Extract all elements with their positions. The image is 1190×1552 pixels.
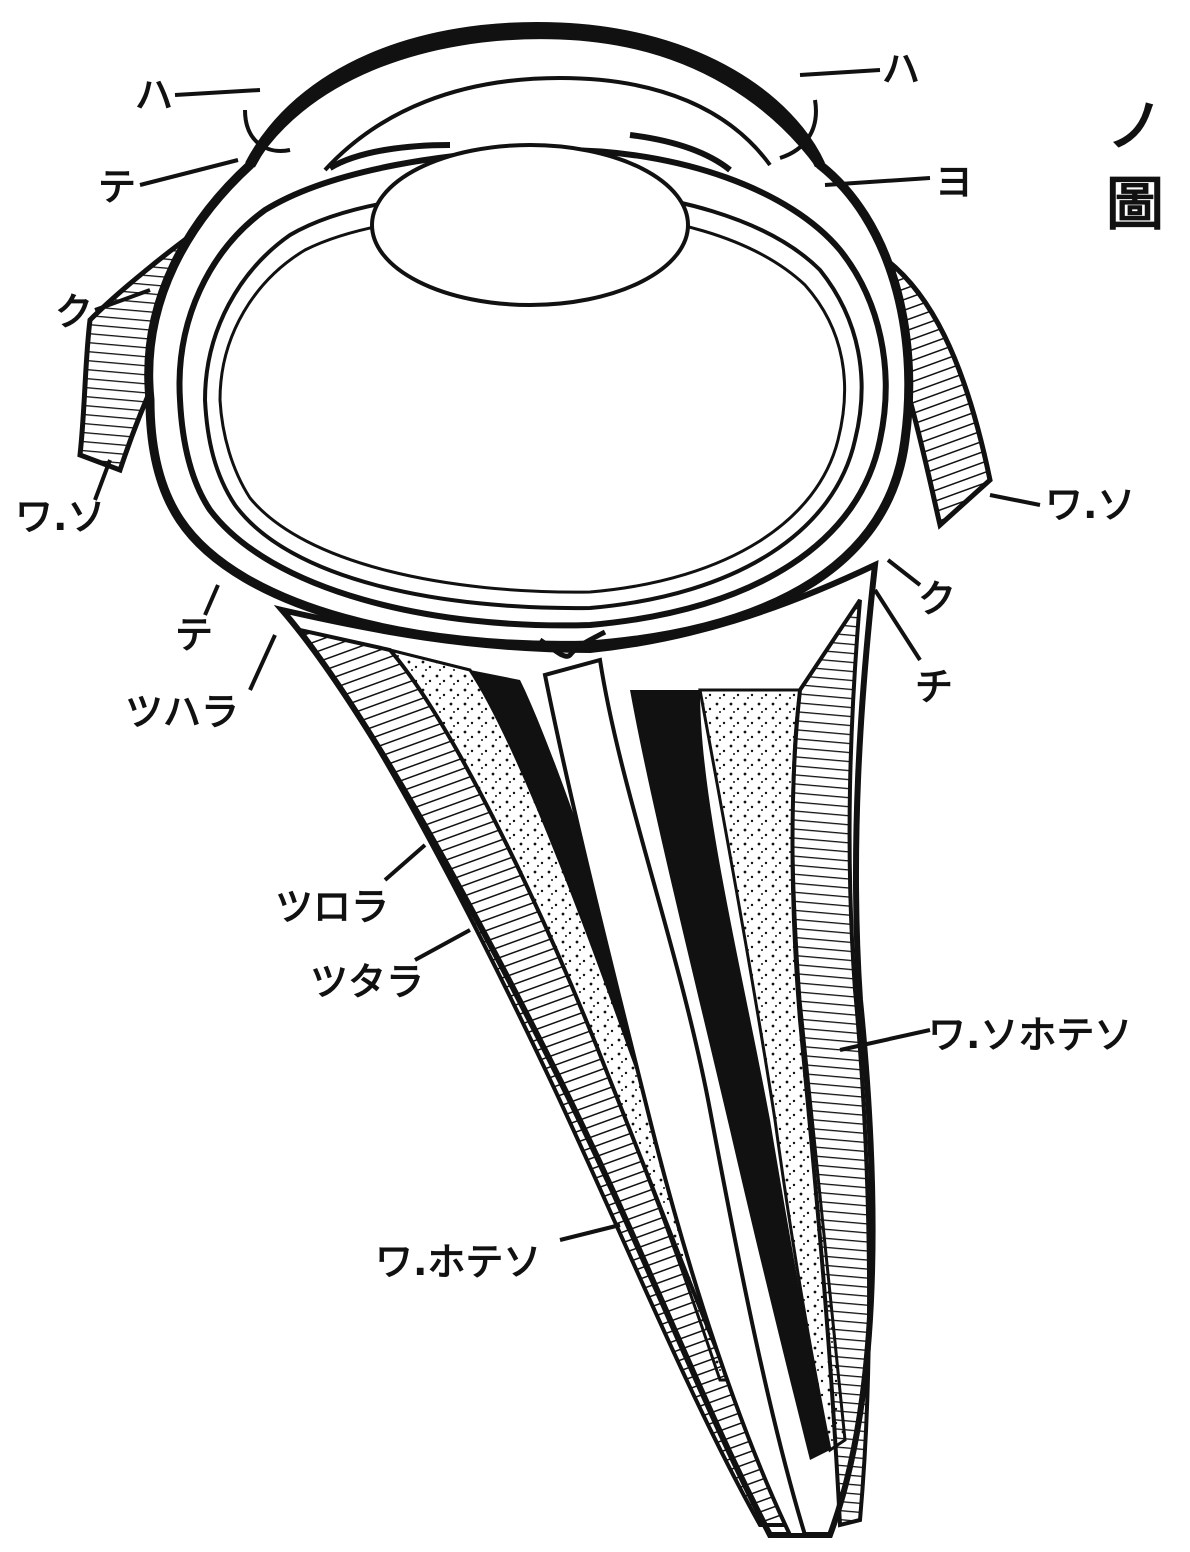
label-ha-right: ハ: [882, 47, 920, 91]
label-ha-left: ハ: [135, 73, 173, 117]
title-fragment: ノ 圖: [1096, 95, 1164, 231]
label-tsu-ha-ra: ツハラ: [125, 690, 239, 734]
label-te-left: テ: [98, 165, 136, 209]
lens: [372, 145, 688, 305]
label-yo: ヨ: [935, 160, 973, 204]
label-ku-left: ク: [55, 290, 93, 334]
label-ku-right: ク: [918, 577, 956, 621]
label-tsu-ta-ra: ツタラ: [310, 960, 424, 1004]
label-wa-tsu-left: ワ.ソ: [15, 495, 105, 539]
label-chi: チ: [915, 665, 953, 709]
label-te-lower: テ: [175, 613, 213, 657]
label-tsu-ro-ra: ツロラ: [275, 885, 389, 929]
label-wa-tsu-right: ワ.ソ: [1045, 483, 1135, 527]
label-wa-tsu-ho-te-tsu: ワ.ソホテソ: [928, 1013, 1132, 1057]
label-wa-ho-te-tsu: ワ.ホテソ: [375, 1240, 541, 1284]
